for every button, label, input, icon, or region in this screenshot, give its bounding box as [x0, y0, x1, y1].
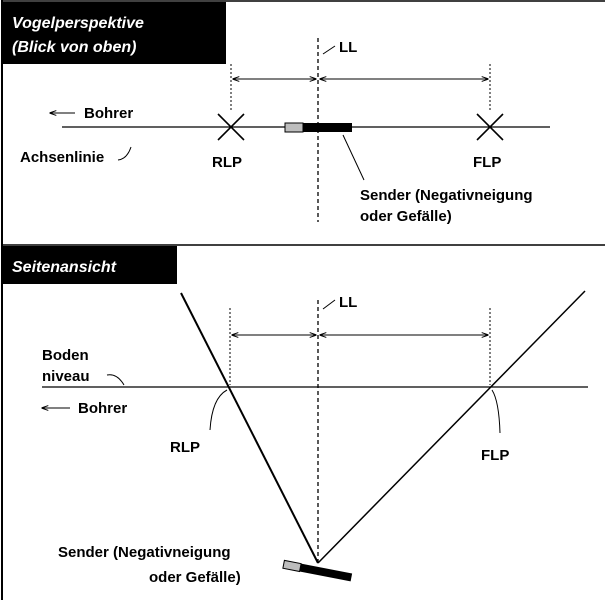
- top-flp-label: FLP: [473, 154, 501, 171]
- top-achsenlinie-label: Achsenlinie: [20, 149, 104, 166]
- side-view-panel: Seitenansicht LL Boden niveau Bohrer RLP…: [2, 246, 588, 586]
- top-view-title-line1: Vogelperspektive: [12, 15, 144, 32]
- side-ll-pointer: [322, 299, 336, 310]
- top-bohrer-label: Bohrer: [84, 105, 133, 122]
- side-sender-label-line1: Sender (Negativneigung: [58, 544, 231, 561]
- top-sender-label-line1: Sender (Negativneigung: [360, 187, 533, 204]
- side-boden-label-line1: Boden: [42, 347, 89, 364]
- top-view-panel: Vogelperspektive (Blick von oben) LL RLP…: [2, 2, 550, 225]
- top-ll-pointer: [322, 45, 336, 55]
- side-flp-label: FLP: [481, 447, 509, 464]
- side-flp-pointer: [491, 389, 501, 434]
- top-flp-marker: [476, 113, 504, 141]
- top-rlp-marker: [217, 113, 245, 141]
- side-boden-pointer: [106, 374, 125, 386]
- side-view-title: Seitenansicht: [12, 259, 117, 276]
- top-ll-label: LL: [339, 39, 357, 56]
- top-rlp-label: RLP: [212, 154, 242, 171]
- side-ll-label: LL: [339, 294, 357, 311]
- side-field-line-left: [180, 292, 319, 564]
- side-field-line-right: [317, 290, 586, 564]
- top-sender-pointer: [342, 134, 365, 181]
- side-rlp-pointer: [209, 389, 228, 431]
- top-view-title-box: [2, 2, 226, 64]
- top-sender-label-line2: oder Gefälle): [360, 208, 452, 225]
- side-bohrer-label: Bohrer: [78, 400, 127, 417]
- top-transmitter: [284, 122, 352, 133]
- top-view-title-line2: (Blick von oben): [12, 39, 136, 56]
- side-sender-label-line2: oder Gefälle): [149, 569, 241, 586]
- side-view-title-box: [2, 246, 177, 284]
- top-achsenlinie-pointer: [117, 146, 132, 161]
- side-rlp-label: RLP: [170, 439, 200, 456]
- side-transmitter: [282, 559, 353, 582]
- side-boden-label-line2: niveau: [42, 368, 90, 385]
